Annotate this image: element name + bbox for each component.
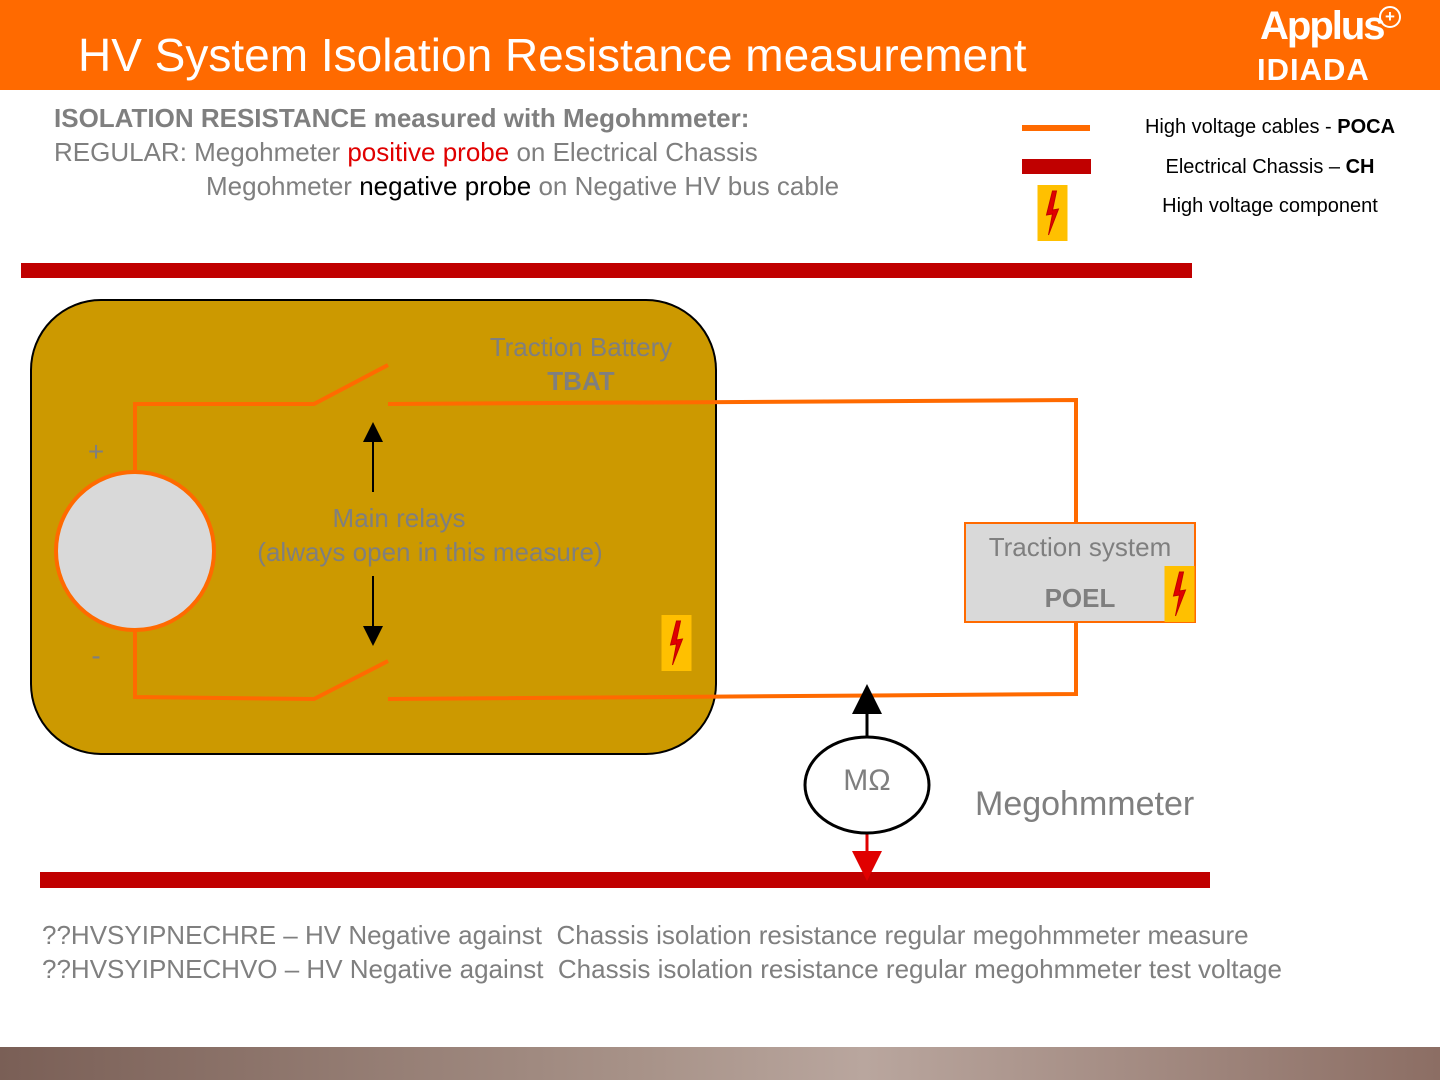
legend-cables-text: High voltage cables -	[1144, 116, 1338, 138]
battery-cell	[54, 470, 216, 632]
negative-terminal-sign: -	[91, 640, 100, 671]
positive-probe-text: positive probe	[347, 137, 510, 167]
traction-system-code: POEL	[1045, 583, 1116, 613]
page-title: HV System Isolation Resistance measureme…	[78, 29, 1027, 81]
legend-hv-icon	[1037, 185, 1068, 241]
intro-line-positive: REGULAR: Megohmeter positive probe on El…	[54, 137, 758, 168]
traction-system-box	[964, 522, 1196, 623]
megohmmeter-unit: MΩ	[843, 764, 890, 797]
chassis-bar-bottom	[40, 872, 1210, 888]
note-measure: ??HVSYIPNECHRE – HV Negative against Cha…	[42, 920, 1249, 950]
relays-label: Main relays	[333, 503, 466, 533]
logo-applus: Applus	[1260, 4, 1386, 48]
megohmmeter-label: Megohmmeter	[975, 785, 1194, 823]
intro-line1-suffix: on Electrical Chassis	[509, 137, 758, 167]
negative-probe-text: negative probe	[359, 171, 532, 201]
header-bar	[0, 0, 1440, 90]
logo-plus-icon: +	[1379, 6, 1401, 28]
relays-note: (always open in this measure)	[257, 537, 602, 567]
traction-system-label: Traction system	[989, 532, 1172, 562]
battery-title: Traction Battery	[490, 332, 673, 362]
intro-line2-suffix: on Negative HV bus cable	[531, 171, 840, 201]
legend-chassis-label: Electrical Chassis – CH	[1120, 156, 1420, 179]
battery-code: TBAT	[547, 366, 615, 396]
chassis-bar-top	[21, 263, 1192, 278]
traction-hv-icon	[1164, 566, 1195, 622]
legend-component-label: High voltage component	[1162, 195, 1378, 217]
legend-cables-label: High voltage cables - POCA	[1120, 116, 1420, 139]
legend-cables-code: POCA	[1337, 116, 1396, 138]
traction-battery-box	[30, 299, 717, 755]
legend-chassis-code: CH	[1345, 156, 1375, 178]
megohmmeter-symbol	[803, 735, 931, 835]
intro-line-negative: Megohmeter negative probe on Negative HV…	[206, 171, 839, 202]
legend-chassis-text: Electrical Chassis –	[1165, 156, 1346, 178]
logo-idiada: IDIADA	[1257, 52, 1370, 87]
intro-heading: ISOLATION RESISTANCE measured with Megoh…	[54, 103, 750, 133]
note-test-voltage: ??HVSYIPNECHVO – HV Negative against Cha…	[42, 954, 1282, 984]
battery-hv-icon	[661, 615, 692, 671]
footer-bar	[0, 1047, 1440, 1080]
intro-line2-prefix: Megohmeter	[206, 171, 360, 201]
intro-line1-prefix: REGULAR: Megohmeter	[54, 137, 348, 167]
legend-chassis-swatch	[1022, 159, 1091, 174]
hv-cables	[133, 363, 1078, 702]
positive-terminal-sign: +	[88, 436, 104, 467]
